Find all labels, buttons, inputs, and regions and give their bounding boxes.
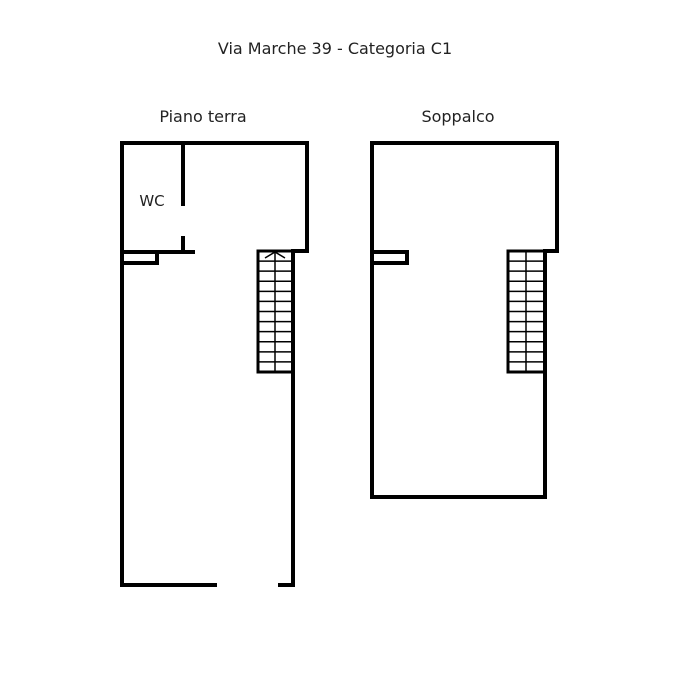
mezzanine-stairs [506, 249, 547, 374]
plan-title: Via Marche 39 - Categoria C1 [218, 39, 452, 58]
wc-label: WC [139, 192, 164, 210]
mezzanine-label: Soppalco [421, 107, 494, 126]
ground-floor-stairs [256, 249, 295, 374]
mezzanine-walls [370, 141, 559, 499]
stair-arrow-icon [264, 251, 286, 259]
ground-floor-walls [120, 141, 309, 587]
ground-floor-label: Piano terra [159, 107, 246, 126]
